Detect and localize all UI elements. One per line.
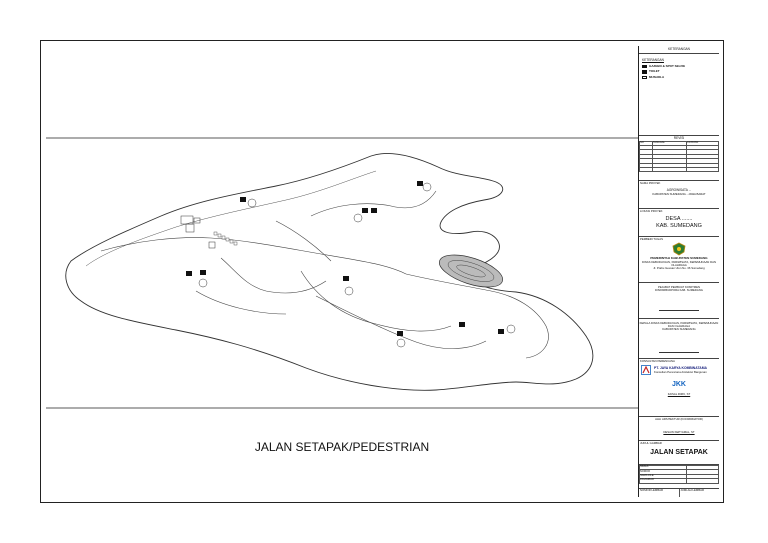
project-name: AGROWISATA ... bbox=[666, 188, 692, 193]
pemberi-tugas-section: PEMBERI TUGAS PEMERINTAH KABUPATEN SUMED… bbox=[639, 237, 719, 283]
legend-item-toilet: TOILET bbox=[642, 69, 719, 74]
revisi-title: REVISI bbox=[673, 136, 685, 140]
toilet-marker bbox=[200, 270, 206, 275]
connector-path bbox=[275, 220, 332, 262]
lokasi-section: LOKASI PROYEK DESA ....... KAB. SUMEDANG bbox=[639, 209, 719, 237]
parking-stalls bbox=[213, 231, 238, 246]
regency-emblem-icon bbox=[672, 242, 686, 256]
ahli-section: AHLI ARSITEKTUR (KOORDINATOR) DESAIN KEP… bbox=[639, 417, 719, 441]
toilet-marker bbox=[371, 208, 377, 213]
project-village: DESA ....... bbox=[665, 216, 693, 223]
info-table: SKALA NOMOR NAMA FILE DIGAMBAR bbox=[638, 464, 719, 484]
jkk-logo: JKK bbox=[671, 381, 686, 389]
mushola-swatch-icon bbox=[642, 75, 647, 80]
facility-markers bbox=[186, 181, 504, 336]
toilet-marker bbox=[459, 322, 465, 327]
drawing-area: JALAN SETAPAK/PEDESTRIAN bbox=[46, 46, 639, 497]
project-regency: KAB. SUMEDANG bbox=[656, 222, 702, 229]
entrance-building bbox=[180, 215, 216, 249]
title-block-header: KETERANGAN bbox=[639, 46, 719, 54]
site-boundary bbox=[65, 153, 594, 391]
gazebo-marker bbox=[362, 208, 368, 213]
ppk-signature-line bbox=[659, 310, 699, 312]
legend-section: KETERANGAN GAZEBO & SPOT SELFIE TOILET M… bbox=[639, 54, 719, 136]
gazebo-marker bbox=[186, 271, 192, 276]
gazebo-marker bbox=[343, 276, 349, 281]
judul-section: JUDUL GAMBAR JALAN SETAPAK bbox=[639, 441, 719, 465]
gazebo-marker bbox=[417, 181, 423, 186]
north-path bbox=[310, 190, 437, 217]
gazebo-marker bbox=[397, 331, 403, 336]
nama-proyek-section: NAMA PROYEK AGROWISATA ... KABUPATEN SUM… bbox=[639, 181, 719, 209]
south-west-path bbox=[195, 290, 287, 315]
legend-item-mushola: MUSHOLA bbox=[642, 75, 719, 80]
ppk-section: PEJABAT PEMBUAT KOMITMEN DISPARBUDPORA K… bbox=[639, 283, 719, 319]
south-loop bbox=[315, 295, 487, 349]
legend-item-gazebo: GAZEBO & SPOT SELFIE bbox=[642, 64, 719, 69]
kadis-section: KEPALA DINAS KEBUDAYAAN, PARIWISATA, KEP… bbox=[639, 319, 719, 359]
toilet-swatch-icon bbox=[642, 70, 647, 74]
hatched-area bbox=[439, 254, 503, 288]
gazebo-marker bbox=[240, 197, 246, 202]
legend-title: KETERANGAN bbox=[642, 58, 664, 62]
site-inner-edge bbox=[85, 170, 377, 267]
footer-section: NOMOR LEMBAR JUMLAH LEMBAR bbox=[639, 488, 719, 497]
loop-path-west bbox=[220, 257, 327, 294]
title-block-header-text: KETERANGAN bbox=[668, 47, 690, 51]
drawing-sheet: JALAN SETAPAK/PEDESTRIAN KETERANGAN KETE… bbox=[40, 40, 724, 503]
site-plan: JALAN SETAPAK/PEDESTRIAN bbox=[46, 137, 638, 454]
kadis-signature-line bbox=[659, 351, 699, 353]
drawing-title: JALAN SETAPAK bbox=[650, 449, 708, 457]
path-network bbox=[100, 190, 549, 359]
central-loop bbox=[300, 270, 452, 332]
main-path bbox=[100, 237, 407, 275]
drawing-caption: JALAN SETAPAK/PEDESTRIAN bbox=[255, 440, 429, 454]
spot-markers bbox=[198, 182, 516, 348]
gazebo-swatch-icon bbox=[642, 64, 647, 69]
title-block: KETERANGAN KETERANGAN GAZEBO & SPOT SELF… bbox=[638, 46, 720, 497]
info-section: SKALA NOMOR NAMA FILE DIGAMBAR bbox=[638, 464, 719, 489]
gazebo-marker bbox=[498, 329, 504, 334]
konsultan-section: KONSULTAN PERENCANA PT. JAYA KARYA KOMBI… bbox=[639, 359, 719, 417]
east-path bbox=[405, 273, 549, 359]
consultant-logo-icon bbox=[641, 365, 651, 376]
